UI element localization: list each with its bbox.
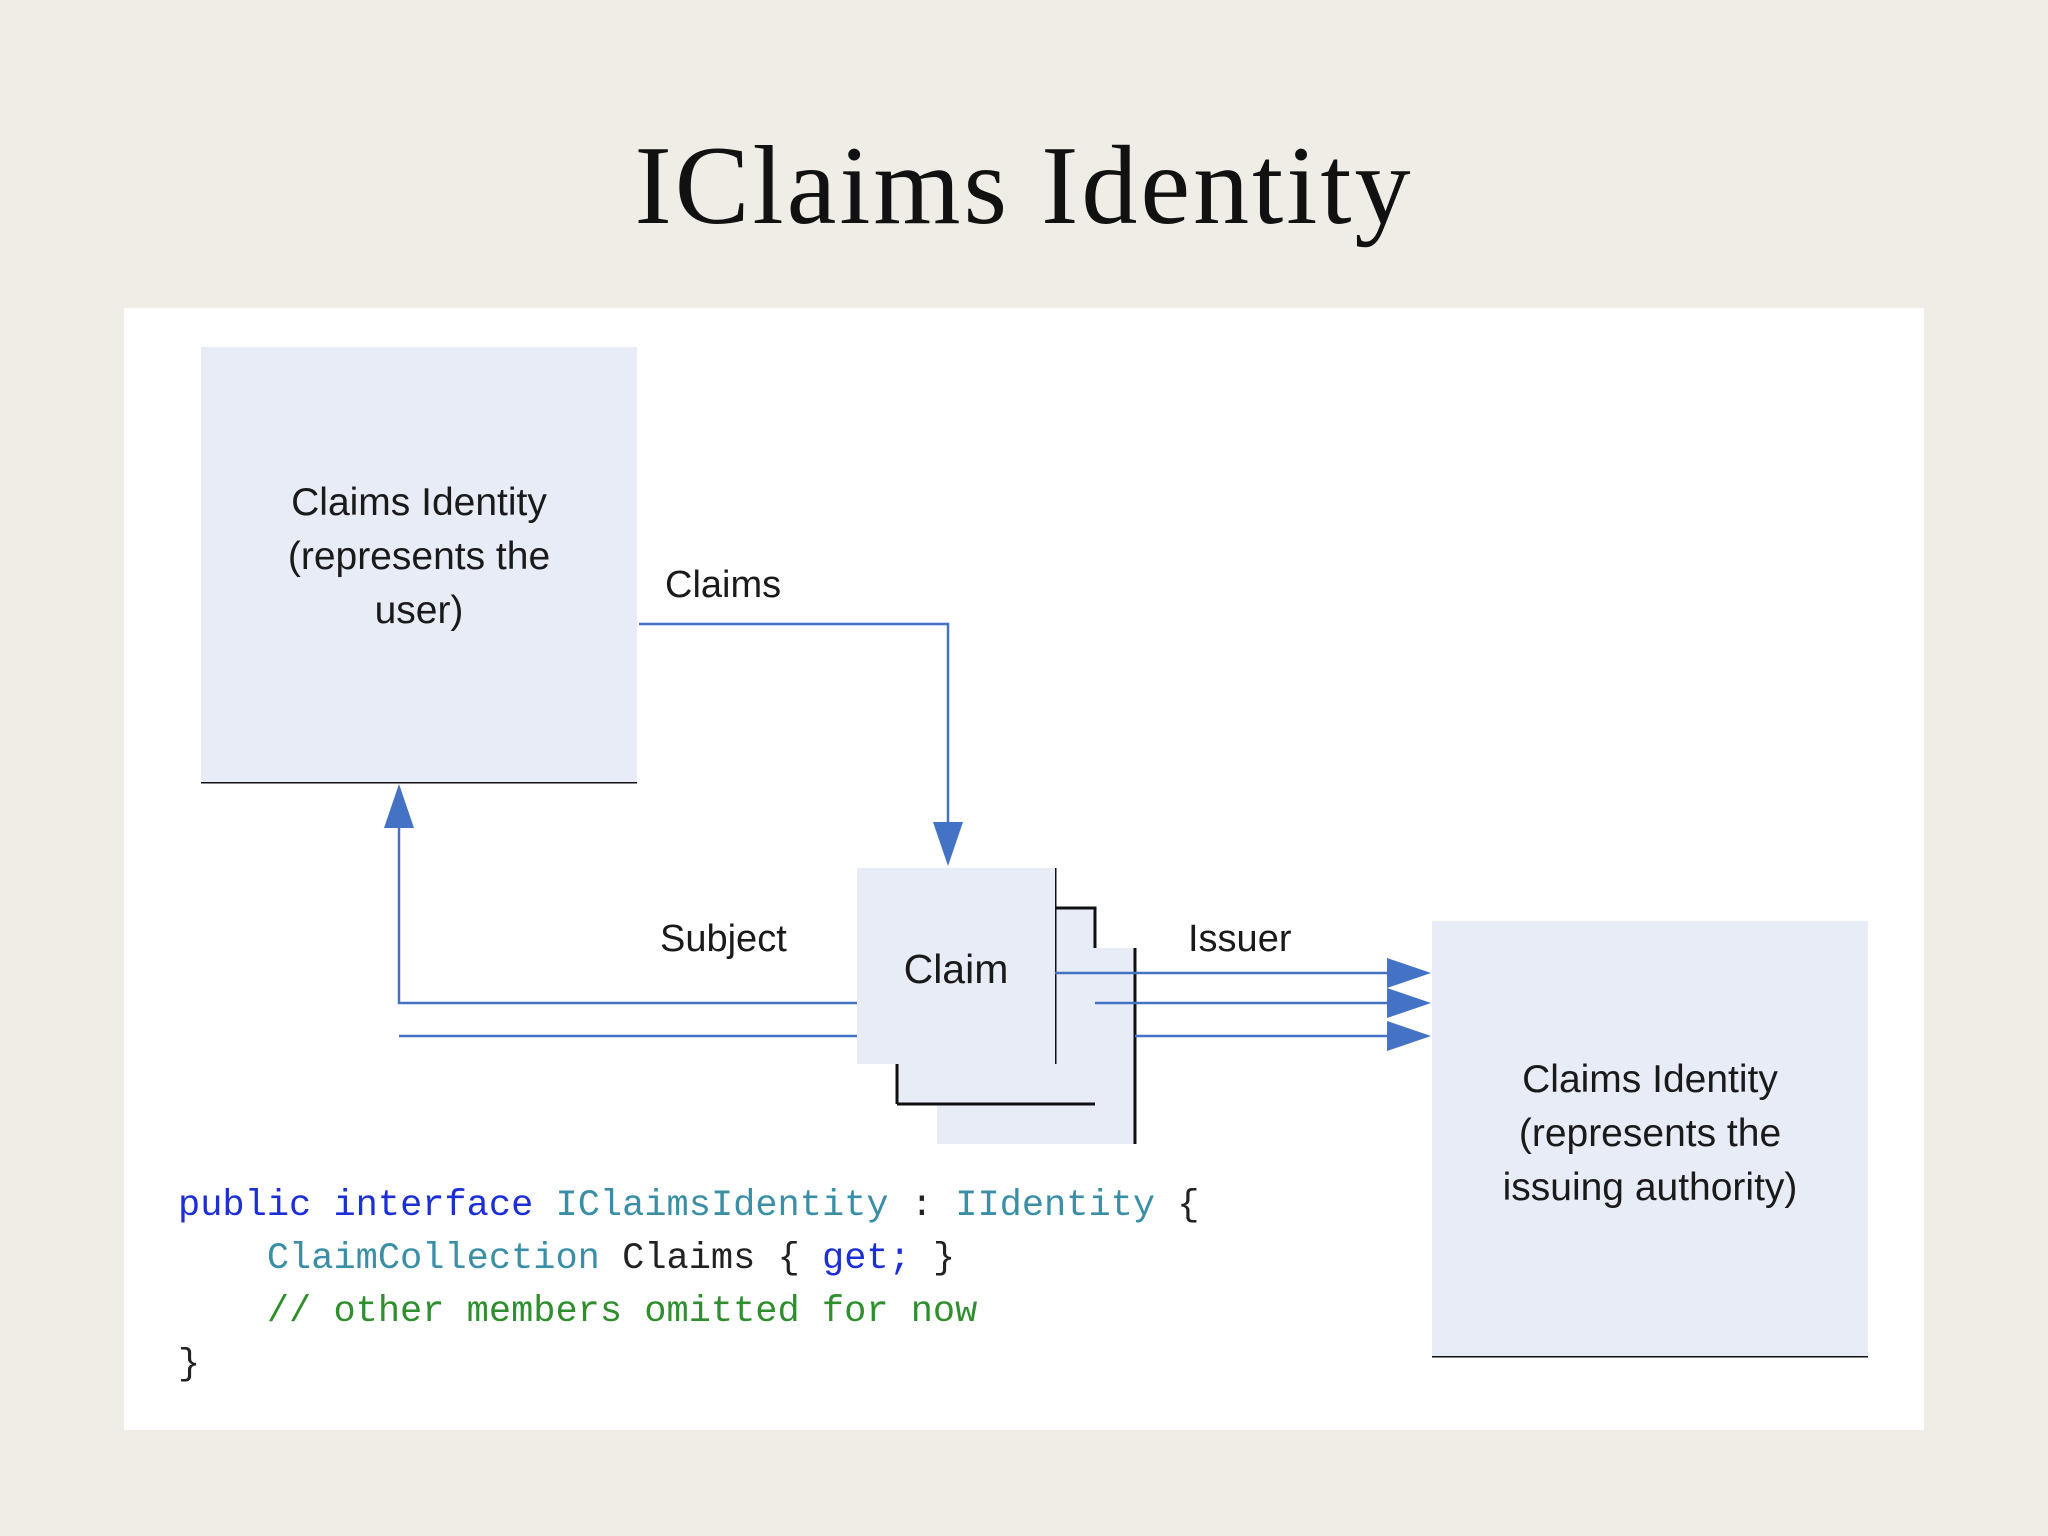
user-identity-node: Claims Identity (represents the user) bbox=[201, 347, 637, 782]
claim-node: Claim bbox=[857, 868, 1055, 1064]
issuer-arrowhead-3 bbox=[1387, 1021, 1431, 1051]
user-identity-text: Claims Identity (represents the user) bbox=[288, 476, 550, 638]
slide-title: IClaims Identity bbox=[634, 124, 1414, 248]
code-keyword-interface: interface bbox=[333, 1185, 534, 1227]
subject-arrowhead bbox=[384, 784, 414, 828]
code-line-3: // other members omitted for now bbox=[178, 1286, 1200, 1339]
user-identity-line-3: user) bbox=[374, 588, 464, 632]
code-comment: // other members omitted for now bbox=[266, 1291, 978, 1333]
code-keyword-get: get; bbox=[822, 1238, 911, 1280]
user-identity-line-1: Claims Identity bbox=[291, 480, 547, 524]
code-type-claimcollection: ClaimCollection bbox=[266, 1238, 600, 1280]
issuer-identity-line-2: (represents the bbox=[1518, 1111, 1782, 1155]
code-line-2: ClaimCollection Claims { get; } bbox=[178, 1233, 1200, 1286]
claims-edge-line bbox=[639, 622, 950, 822]
claim-stack-2-corner bbox=[1055, 906, 1097, 948]
code-indent bbox=[178, 1291, 267, 1333]
code-type-iidentity: IIdentity bbox=[955, 1185, 1156, 1227]
subject-edge-label: Subject bbox=[660, 918, 787, 960]
code-line-4: } bbox=[178, 1339, 1200, 1392]
code-keyword-public: public bbox=[178, 1185, 312, 1227]
subject-edge-line-1 bbox=[397, 820, 857, 1005]
code-accessor-open: { bbox=[777, 1238, 800, 1280]
issuer-arrowhead-2 bbox=[1387, 988, 1431, 1018]
claims-edge-label: Claims bbox=[665, 564, 782, 606]
code-type-iclaimsidentity: IClaimsIdentity bbox=[555, 1185, 889, 1227]
code-colon: : bbox=[910, 1185, 934, 1227]
user-identity-line-2: (represents the bbox=[287, 534, 551, 578]
issuer-identity-node: Claims Identity (represents the issuing … bbox=[1432, 921, 1868, 1356]
code-snippet: public interface IClaimsIdentity : IIden… bbox=[178, 1180, 1200, 1392]
issuer-identity-line-1: Claims Identity bbox=[1522, 1057, 1778, 1101]
issuer-arrowhead-1 bbox=[1387, 958, 1431, 988]
claims-arrowhead bbox=[933, 822, 963, 866]
claim-label: Claim bbox=[903, 946, 1009, 992]
issuer-edge-label: Issuer bbox=[1188, 918, 1292, 960]
code-line-1: public interface IClaimsIdentity : IIden… bbox=[178, 1180, 1200, 1233]
code-accessor-close: } bbox=[933, 1238, 956, 1280]
code-indent bbox=[178, 1238, 267, 1280]
code-open-brace: { bbox=[1177, 1185, 1200, 1227]
issuer-identity-text: Claims Identity (represents the issuing … bbox=[1503, 1053, 1798, 1215]
code-member-claims: Claims bbox=[622, 1238, 756, 1280]
issuer-identity-line-3: issuing authority) bbox=[1502, 1165, 1798, 1209]
code-close-brace: } bbox=[178, 1344, 201, 1386]
